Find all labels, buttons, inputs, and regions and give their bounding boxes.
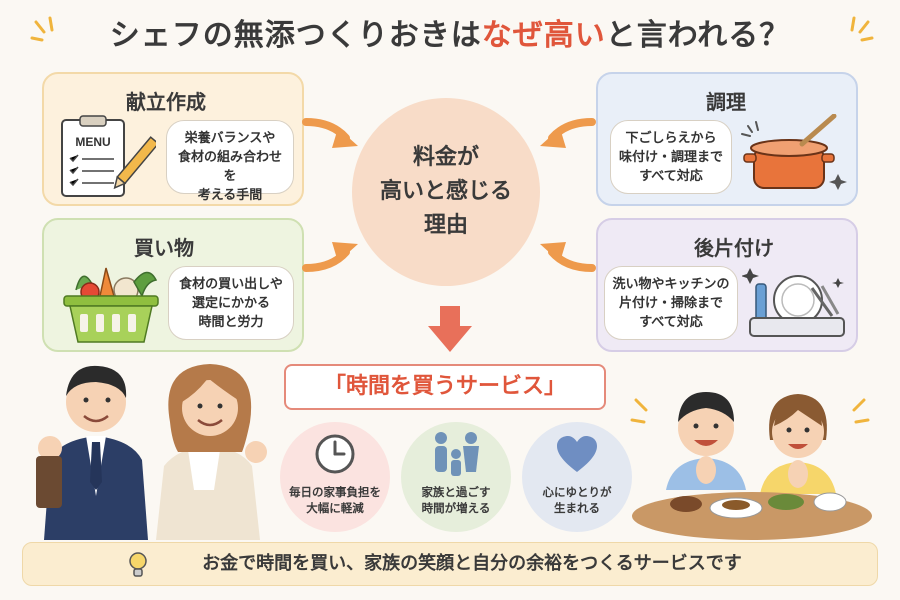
benefit-text: 家族と過ごす bbox=[421, 485, 491, 499]
lightbulb-icon bbox=[129, 552, 147, 577]
cooking-desc-line: 下ごしらえから bbox=[625, 131, 717, 146]
arrow-cooking-to-center-icon bbox=[540, 118, 596, 148]
center-line: 高いと感じる bbox=[379, 179, 512, 204]
menu-desc-line: 食材の組み合わせを bbox=[177, 150, 282, 184]
benefit-text: 生まれる bbox=[554, 501, 600, 515]
menu-desc-line: 栄養バランスや bbox=[184, 131, 276, 146]
center-reason-circle: 料金が 高いと感じる 理由 bbox=[352, 98, 540, 286]
adults-illustration bbox=[36, 364, 267, 540]
children-meal-illustration bbox=[630, 392, 872, 540]
card-menu-planning: 献立作成 MENU 栄養バランスや 食材の組み合わせを 考える手間 bbox=[42, 72, 304, 206]
cleanup-desc-line: 洗い物やキッチンの bbox=[612, 277, 730, 292]
shopping-desc-line: 選定にかかる bbox=[191, 296, 270, 311]
cooking-pot-icon bbox=[741, 114, 847, 190]
arrow-shopping-to-center-icon bbox=[302, 242, 358, 272]
menu-clipboard-icon: MENU bbox=[61, 115, 156, 197]
left-sparkle-icon bbox=[30, 16, 54, 42]
title-highlight: なぜ高い bbox=[481, 18, 606, 53]
arrow-cleanup-to-center-icon bbox=[540, 242, 596, 272]
card-title-cleanup: 後片付け bbox=[694, 236, 774, 260]
arrow-menu-to-center-icon bbox=[302, 118, 358, 148]
page-title: シェフの無添つくりおきはなぜ高いと言われる？ bbox=[0, 10, 900, 54]
benefit-circle-workload: 毎日の家事負担を 大幅に軽減 bbox=[280, 422, 390, 532]
family-icon bbox=[435, 432, 479, 476]
right-sparkle-icon bbox=[850, 16, 874, 42]
center-line: 料金が bbox=[412, 145, 479, 170]
service-label: 「時間を買うサービス」 bbox=[284, 364, 606, 410]
benefit-text: 大幅に軽減 bbox=[306, 501, 364, 515]
shopping-description-bubble: 食材の買い出しや 選定にかかる 時間と労力 bbox=[168, 266, 294, 340]
clock-icon bbox=[315, 434, 355, 474]
shopping-desc-line: 食材の買い出しや bbox=[179, 277, 283, 292]
arrow-down-icon bbox=[428, 306, 472, 352]
benefit-text: 時間が増える bbox=[421, 501, 491, 515]
title-part-3: と言われる？ bbox=[605, 18, 791, 53]
dish-rack-icon bbox=[742, 268, 845, 337]
benefit-circle-peace-of-mind: 心にゆとりが 生まれる bbox=[522, 422, 632, 532]
banner-text: お金で時間を買い、家族の笑顔と自分の余裕をつくるサービスです bbox=[202, 553, 742, 574]
cooking-desc-line: 味付け・調理まで bbox=[618, 150, 723, 165]
card-cooking: 調理 下ごしらえから 味付け・調理まで すべて対応 bbox=[596, 72, 858, 206]
cooking-desc-line: すべて対応 bbox=[639, 169, 703, 184]
cleanup-desc-line: 片付け・掃除まで bbox=[618, 296, 723, 311]
card-title-cooking: 調理 bbox=[706, 90, 746, 114]
shopping-desc-line: 時間と労力 bbox=[198, 315, 264, 330]
card-title-shopping: 買い物 bbox=[134, 236, 194, 260]
card-cleanup: 後片付け 洗い物やキッチンの 片付け・掃除まで すべて対応 bbox=[596, 218, 858, 352]
center-line: 理由 bbox=[423, 213, 468, 238]
card-shopping: 買い物 食材の買い出しや 選定にかかる 時間と労力 bbox=[42, 218, 304, 352]
benefit-text: 心にゆとりが bbox=[542, 485, 612, 499]
cleanup-desc-line: すべて対応 bbox=[639, 315, 703, 330]
vegetable-basket-icon bbox=[63, 267, 159, 343]
card-title-menu: 献立作成 bbox=[126, 90, 206, 114]
title-part-1: シェフの無添つくりおきは bbox=[109, 18, 482, 53]
menu-description-bubble: 栄養バランスや 食材の組み合わせを 考える手間 bbox=[166, 120, 294, 203]
benefit-circle-family-time: 家族と過ごす 時間が増える bbox=[401, 422, 511, 532]
cooking-description-bubble: 下ごしらえから 味付け・調理まで すべて対応 bbox=[610, 120, 732, 194]
bottom-banner: お金で時間を買い、家族の笑顔と自分の余裕をつくるサービスです bbox=[22, 542, 878, 586]
menu-label: MENU bbox=[75, 135, 110, 149]
cleanup-description-bubble: 洗い物やキッチンの 片付け・掃除まで すべて対応 bbox=[604, 266, 738, 340]
menu-desc-line: 考える手間 bbox=[197, 188, 263, 203]
heart-icon bbox=[557, 436, 597, 472]
benefit-text: 毎日の家事負担を bbox=[289, 485, 381, 499]
